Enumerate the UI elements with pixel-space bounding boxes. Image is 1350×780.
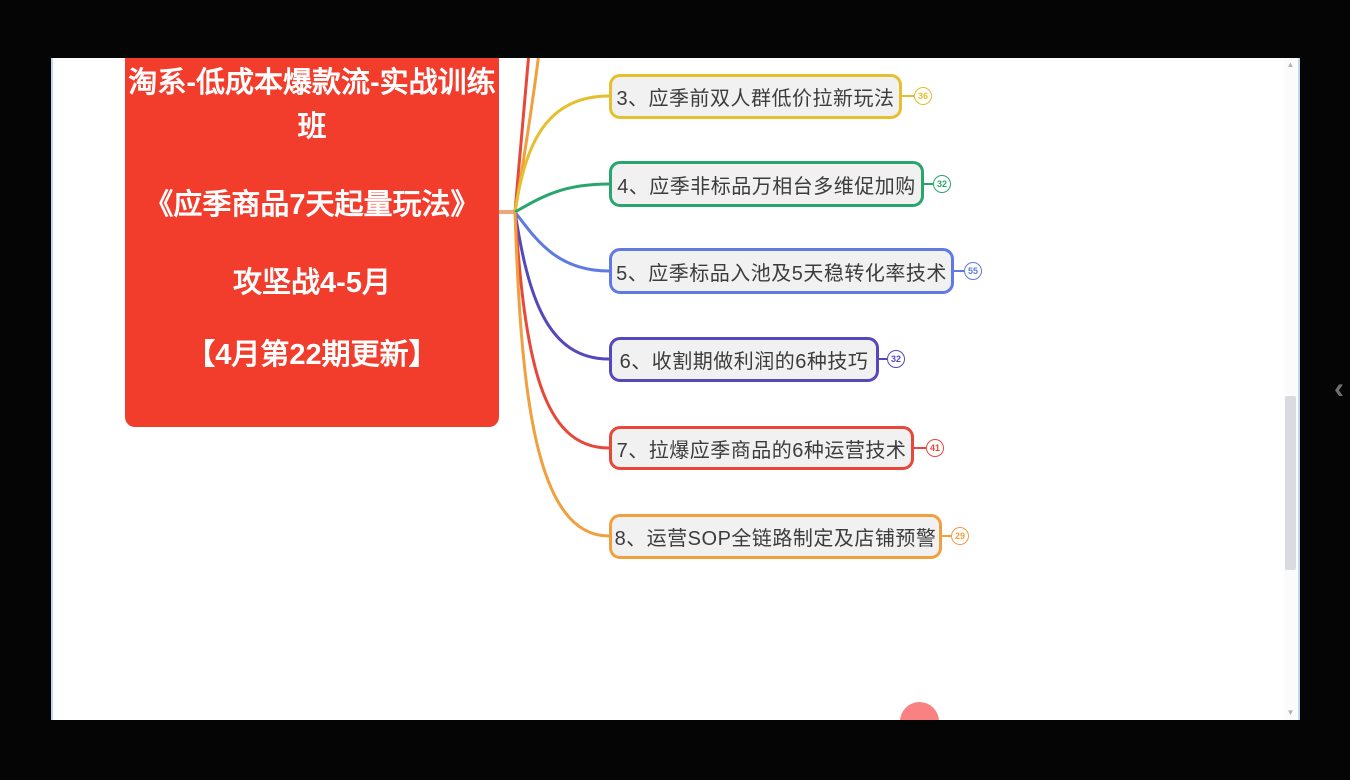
branch-node-6[interactable]: 6、收割期做利润的6种技巧 xyxy=(609,337,879,382)
panel-collapse-icon[interactable]: ‹ xyxy=(1334,372,1344,405)
branch-label-8: 8、运营SOP全链路制定及店铺预警 xyxy=(614,528,937,550)
mindmap-canvas[interactable]: 淘系-低成本爆款流-实战训练班 《应季商品7天起量玩法》 攻坚战4-5月 【4月… xyxy=(51,58,1300,720)
root-topic-period: 攻坚战4-5月 xyxy=(233,267,391,299)
branch-label-7: 7、拉爆应季商品的6种运营技术 xyxy=(616,439,907,462)
edge-branch-4 xyxy=(514,182,610,214)
root-topic-title: 淘系-低成本爆款流-实战训练班 xyxy=(128,67,496,143)
root-topic-update: 【4月第22期更新】 xyxy=(186,339,438,371)
branch-count-badge-3[interactable]: 36 xyxy=(914,87,932,105)
branch-label-6: 6、收割期做利润的6种技巧 xyxy=(619,351,869,373)
branch-node-7[interactable]: 7、拉爆应季商品的6种运营技术 xyxy=(609,426,914,470)
scroll-up-icon[interactable]: ▲ xyxy=(1286,60,1295,69)
branch-label-4: 4、应季非标品万相台多维促加购 xyxy=(617,175,916,198)
cursor-highlight xyxy=(900,702,939,720)
root-topic[interactable]: 淘系-低成本爆款流-实战训练班 《应季商品7天起量玩法》 攻坚战4-5月 【4月… xyxy=(125,58,499,427)
scroll-down-icon[interactable]: ▼ xyxy=(1286,708,1295,717)
branch-count-badge-7[interactable]: 41 xyxy=(926,439,944,457)
branch-node-8[interactable]: 8、运营SOP全链路制定及店铺预警 xyxy=(609,514,942,559)
branch-node-5[interactable]: 5、应季标品入池及5天稳转化率技术 xyxy=(609,248,954,294)
branch-count-badge-6[interactable]: 32 xyxy=(887,350,905,368)
edge-branch-8 xyxy=(513,211,610,538)
edge-branch-5 xyxy=(513,211,610,273)
branch-label-3: 3、应季前双人群低价拉新玩法 xyxy=(616,88,895,110)
scrollbar-thumb[interactable] xyxy=(1285,396,1296,570)
edge-offscreen-1 xyxy=(513,58,530,213)
edge-branch-3 xyxy=(513,94,610,213)
root-topic-subtitle: 《应季商品7天起量玩法》 xyxy=(144,189,480,221)
branch-label-5: 5、应季标品入池及5天稳转化率技术 xyxy=(616,262,947,285)
branch-node-3[interactable]: 3、应季前双人群低价拉新玩法 xyxy=(609,74,902,119)
branch-count-badge-4[interactable]: 32 xyxy=(933,175,951,193)
edge-branch-6 xyxy=(513,211,610,361)
branch-node-4[interactable]: 4、应季非标品万相台多维促加购 xyxy=(609,161,924,207)
branch-count-badge-5[interactable]: 55 xyxy=(964,262,982,280)
branch-count-badge-8[interactable]: 29 xyxy=(951,527,969,545)
edge-branch-7 xyxy=(513,211,610,450)
branch-edges xyxy=(499,58,964,538)
vertical-scrollbar[interactable]: ▲ ▼ xyxy=(1284,58,1297,720)
